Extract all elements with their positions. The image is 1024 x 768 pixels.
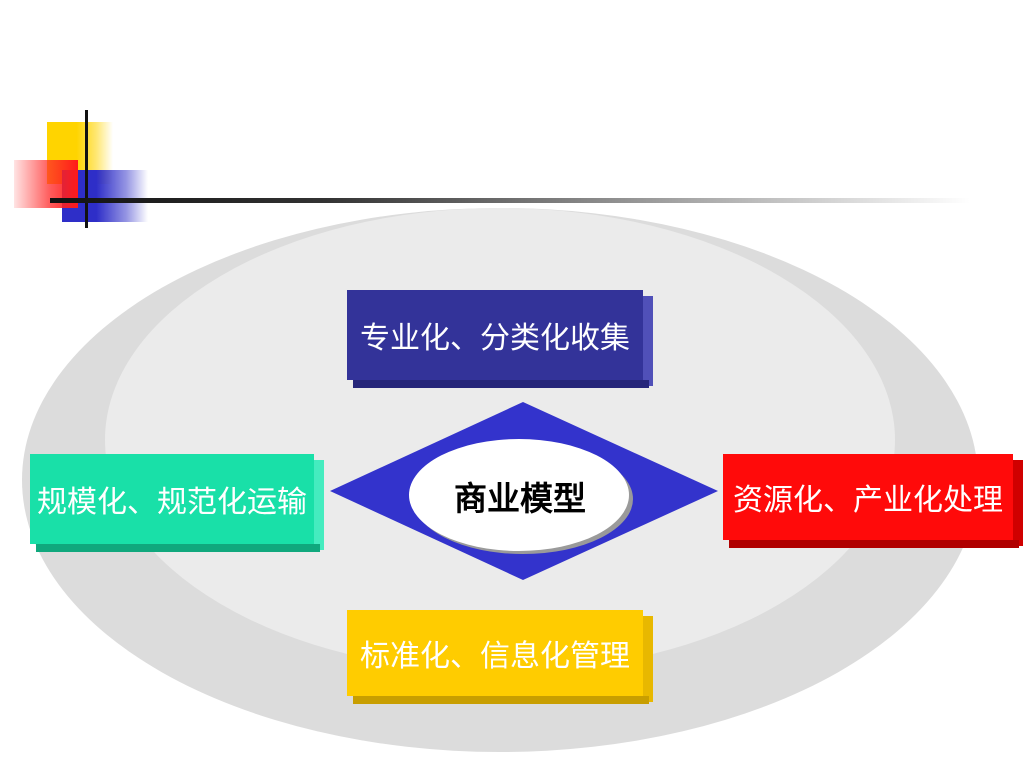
node-left-bottom-edge: [36, 544, 320, 552]
node-bottom-side: [643, 616, 653, 702]
node-bottom-bottom-edge: [353, 696, 649, 704]
node-top-label: 专业化、分类化收集: [360, 321, 630, 356]
node-bottom: 标准化、信息化管理: [347, 610, 653, 708]
node-left-label: 规模化、规范化运输: [37, 485, 307, 520]
center-label: 商业模型: [454, 479, 586, 518]
node-left: 规模化、规范化运输: [30, 454, 324, 556]
node-right-label: 资源化、产业化处理: [733, 483, 1003, 518]
node-top-side: [643, 296, 653, 386]
node-left-side: [314, 460, 324, 550]
decor-horizontal-line: [50, 198, 970, 203]
node-bottom-label: 标准化、信息化管理: [360, 639, 630, 674]
decor-vertical-line: [85, 110, 88, 228]
center-ellipse: [409, 439, 629, 551]
node-right-bottom-edge: [729, 540, 1019, 548]
node-top-bottom-edge: [353, 380, 649, 388]
node-right-side: [1013, 460, 1023, 546]
node-top: 专业化、分类化收集: [347, 290, 653, 392]
node-right: 资源化、产业化处理: [723, 454, 1023, 552]
